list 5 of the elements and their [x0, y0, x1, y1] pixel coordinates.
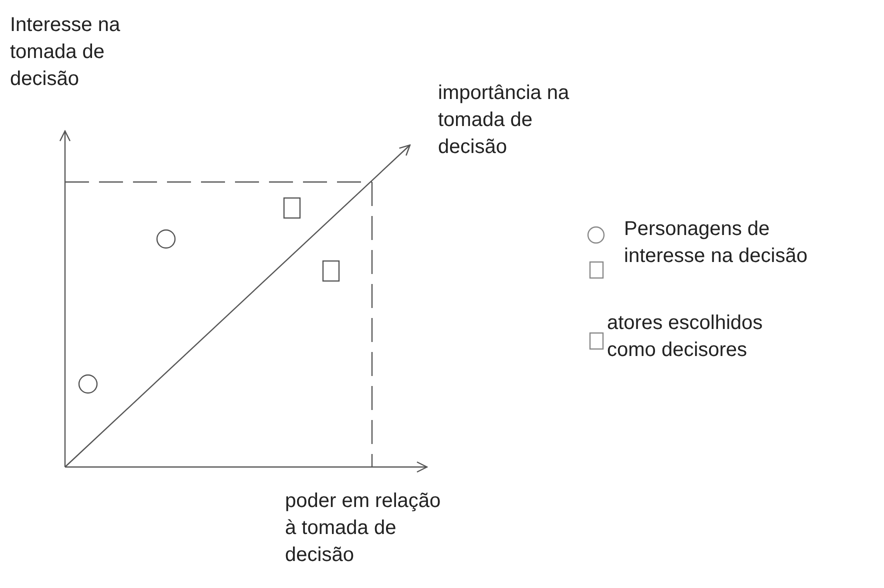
legend-text: atores escolhidos como decisores: [607, 311, 764, 363]
axis-label: importância na tomada de decisão: [438, 81, 570, 160]
axis-label: poder em relação à tomada de decisão: [285, 489, 442, 568]
axis-label: Interesse na tomada de decisão: [10, 13, 122, 92]
legend-text: Personagens de interesse na decisão: [624, 217, 808, 269]
